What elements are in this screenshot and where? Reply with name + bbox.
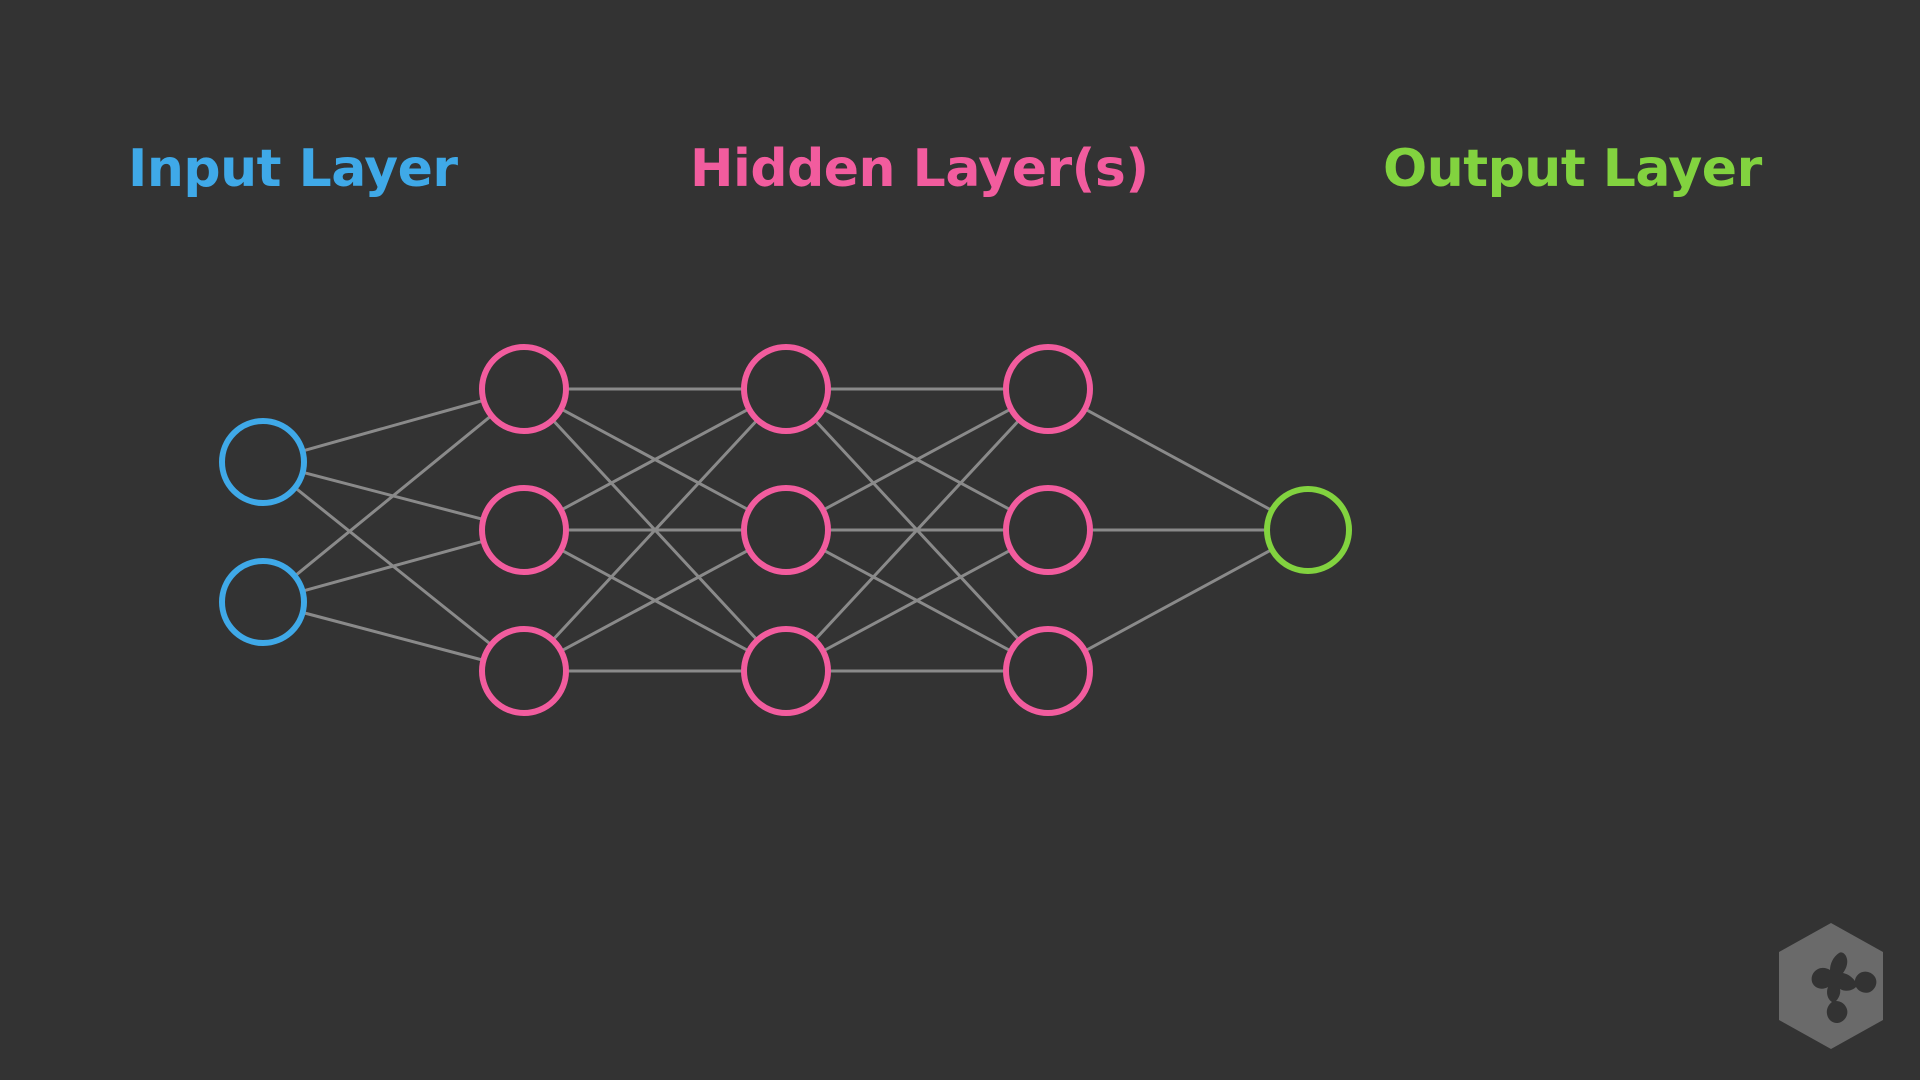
neuron-node-hidden2 [741,485,831,575]
watermark-splat [1811,952,1877,1024]
connection-edge [1086,549,1271,652]
neuron-node-hidden1 [479,485,569,575]
output-layer-label: Output Layer [1383,139,1762,199]
connection-edge [815,420,1019,640]
connection-edge [562,408,748,511]
neuron-node-hidden3 [1003,485,1093,575]
edges-group [295,387,1271,673]
neuron-node-input [219,558,307,646]
connection-edge [304,611,482,661]
neuron-node-hidden1 [479,626,569,716]
connection-edge [295,415,491,576]
neuron-node-hidden3 [1003,626,1093,716]
connection-edge [303,399,483,452]
nodes-group [219,344,1352,716]
neuron-node-output [1264,486,1352,574]
neuron-node-hidden1 [479,344,569,434]
neuron-node-input [219,418,307,506]
connection-edge [303,540,483,592]
connection-edge [562,549,748,652]
treehouse-hexagon-logo-icon [1779,923,1883,1049]
connection-edge [824,549,1010,652]
neuron-node-hidden3 [1003,344,1093,434]
connection-edge [1086,408,1271,511]
connection-edge [553,420,757,640]
input-layer-label: Input Layer [128,139,458,199]
watermark-splat-shape [1811,952,1877,1024]
neuron-node-hidden2 [741,344,831,434]
connection-edge [824,408,1010,511]
neuron-node-hidden2 [741,626,831,716]
hidden-layer-label: Hidden Layer(s) [690,139,1149,199]
